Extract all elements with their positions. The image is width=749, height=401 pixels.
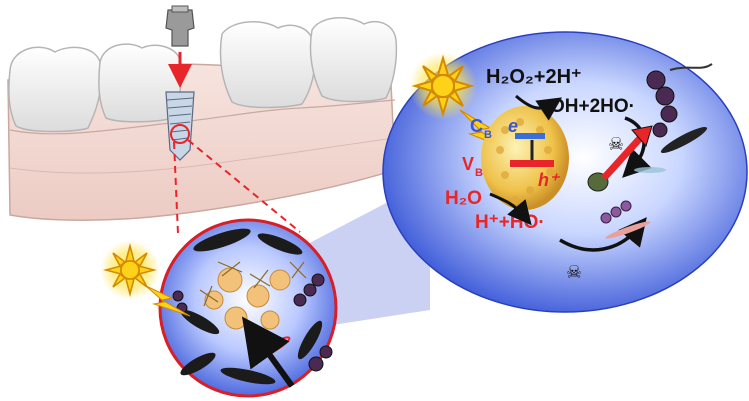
dental-arch	[8, 18, 396, 221]
electron-label: e	[508, 116, 518, 136]
hole-label: h⁺	[538, 170, 561, 190]
h2o-label: H₂O	[445, 188, 482, 209]
tooth-right-two	[310, 18, 396, 102]
cb-subscript: B	[484, 129, 492, 141]
tooth-right-one	[220, 22, 315, 108]
skull-crossbones-icon: ☠	[566, 262, 582, 283]
cb-letter: C	[470, 116, 483, 136]
h2o2-label: H₂O₂+2H⁺	[486, 66, 582, 88]
oh-2ho-label: OH+2HO·	[550, 96, 635, 117]
svg-text:☠: ☠	[566, 262, 582, 283]
reaction-bubble: H₂O₂+2H⁺ OH+2HO· C B e V B h⁺ H₂O H⁺+HO·…	[383, 32, 747, 312]
implant-abutment-cap	[172, 6, 188, 12]
valence-band	[510, 160, 554, 167]
vb-letter: V	[462, 154, 474, 174]
sun-icon	[409, 52, 477, 120]
tooth-molar-left	[9, 47, 101, 131]
skull-crossbones-icon: ☠	[608, 134, 624, 155]
implant-surface-bubble	[160, 220, 336, 396]
svg-text:☠: ☠	[608, 134, 624, 155]
implant-abutment	[166, 10, 194, 46]
vb-subscript: B	[475, 167, 483, 179]
conduction-band	[515, 133, 545, 139]
hplus-ho-label: H⁺+HO·	[475, 212, 545, 233]
